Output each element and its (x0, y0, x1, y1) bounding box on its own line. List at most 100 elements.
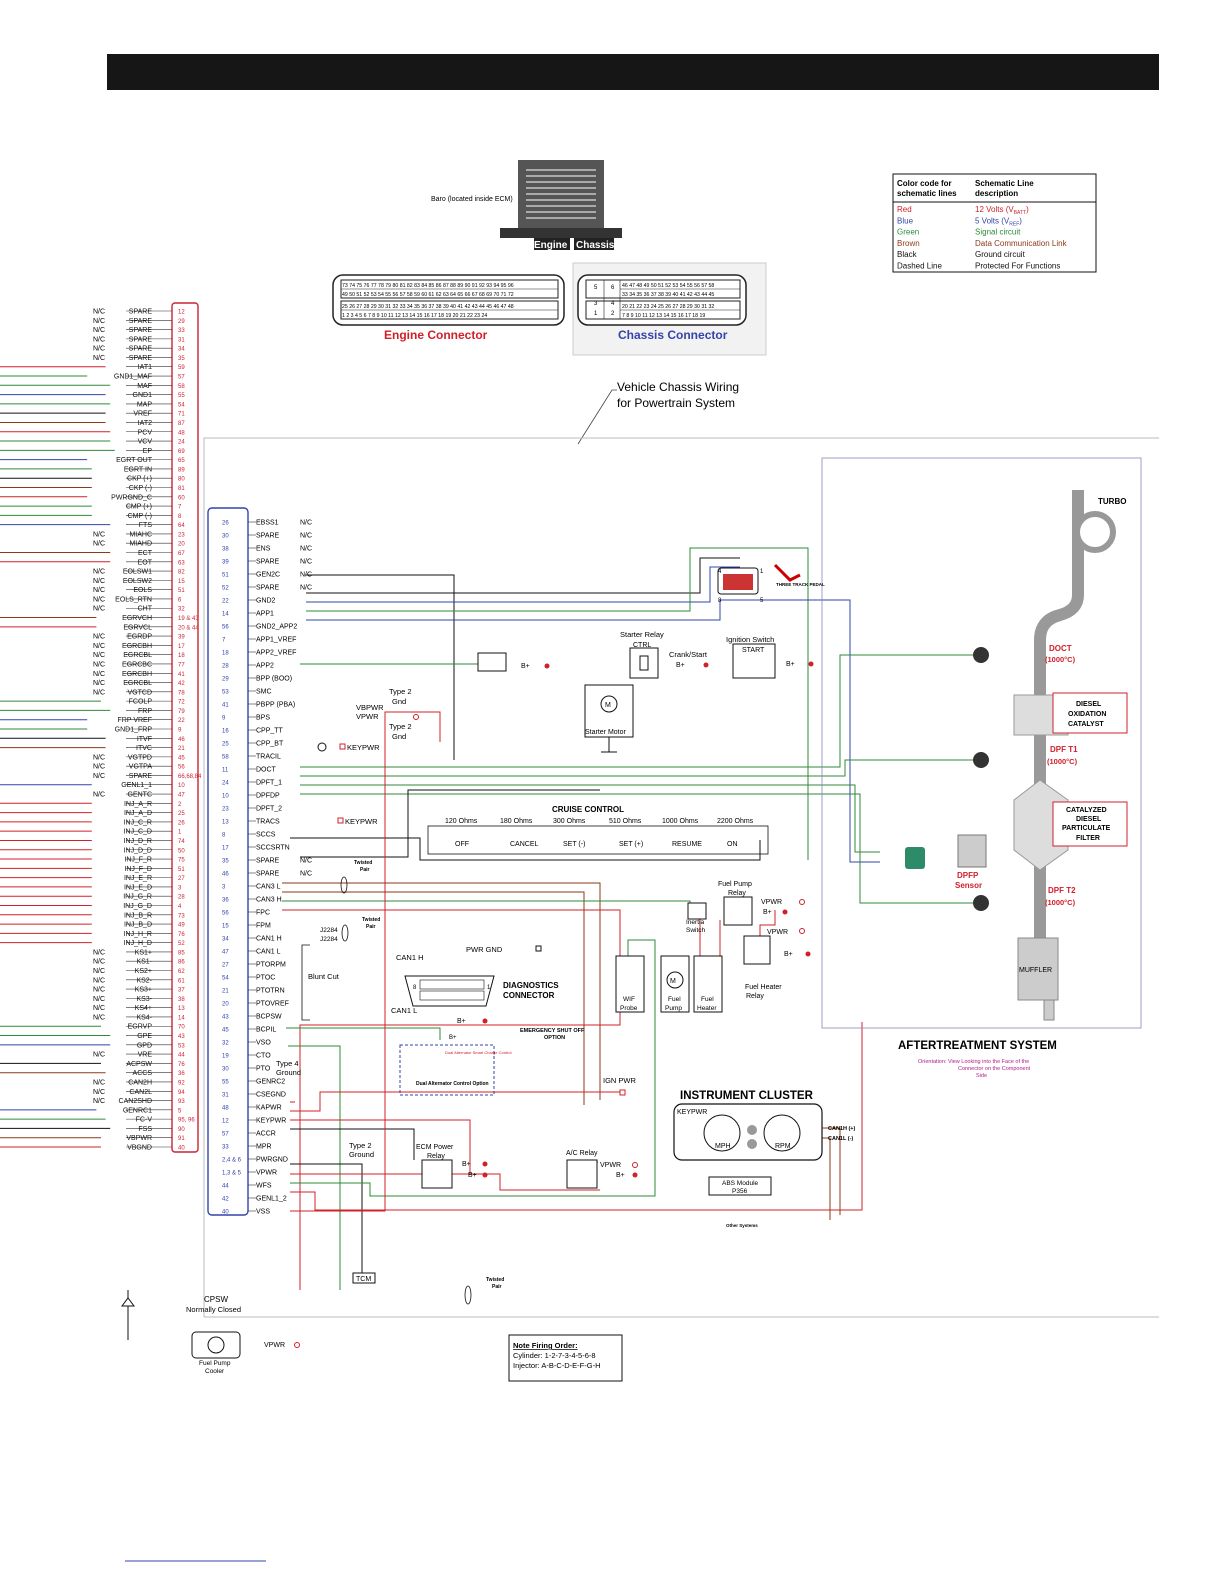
chassis-pin-number: 29 (222, 677, 229, 683)
engine-pin-number: 3 (178, 885, 182, 891)
chassis-pin-name: CAN3 H (256, 897, 282, 904)
engine-pin-name: FCOLP (129, 699, 153, 706)
chassis-pin-name: PTOVREF (256, 1001, 289, 1008)
chassis-pin-2: 2 (611, 311, 615, 317)
starter-bplus: B+ (676, 662, 685, 669)
fpr-vpwr: VPWR (761, 899, 782, 906)
chassis-pin-number: 54 (222, 976, 229, 982)
engine-pin-name: EGRT OUT (116, 457, 153, 464)
aftertreatment-box (821, 457, 1142, 1029)
engine-pin-name: INJ_A_D (124, 810, 152, 817)
engine-pin-number: 20 & 44 (178, 625, 199, 631)
engine-pin-name: INJ_F_D (124, 866, 152, 873)
chassis-pin-number: 41 (222, 703, 229, 709)
chassis-pin-name: BCPSW (256, 1014, 282, 1021)
engine-connector-row1: 73 74 75 76 77 78 79 80 81 82 83 84 85 8… (342, 283, 514, 289)
legend-description: Ground circuit (975, 250, 1026, 259)
chassis-pin-number: 13 (222, 820, 229, 826)
pin-nc-label: N/C (93, 949, 105, 956)
engine-pin-name: GENTC (128, 792, 153, 799)
pin-nc-label: N/C (93, 596, 105, 603)
engine-pin-number: 52 (178, 941, 185, 947)
pin-nc-label: N/C (93, 959, 105, 966)
chassis-pin-name: SPARE (256, 585, 280, 592)
engine-pin-name: MAF (137, 383, 152, 390)
chassis-pin-number: 2,4 & 6 (222, 1158, 242, 1164)
engine-pin-number: 21 (178, 746, 185, 752)
engine-pin-number: 37 (178, 988, 185, 994)
pin-nc-label: N/C (93, 977, 105, 984)
diag-bplus: B+ (457, 1018, 466, 1025)
other-systems: Other Systems (726, 1223, 758, 1228)
cooler-vpwr: VPWR (264, 1342, 285, 1349)
engine-pin-number: 20 (178, 542, 185, 548)
firing-order-title: Note Firing Order: (513, 1341, 578, 1350)
smart-charge-label: Dual Alternator Smart Charge Control (445, 1050, 512, 1055)
chassis-pin-number: 27 (222, 963, 229, 969)
chassis-pin-name: TRACS (256, 819, 280, 826)
ac-relay (566, 1159, 598, 1189)
engine-pin-name: GPE (137, 1033, 152, 1040)
engine-pin-number: 12 (178, 310, 185, 316)
ground-symbol (601, 737, 617, 753)
fuel-pump-relay (723, 896, 753, 926)
cooler-label-a: Fuel Pump (199, 1360, 231, 1367)
pin-nc-label: N/C (93, 680, 105, 687)
pin-nc-label: N/C (93, 541, 105, 548)
legend-color-name: Red (897, 205, 912, 214)
starter-relay-label: Starter Relay (620, 630, 664, 639)
legend-description: 12 Volts (VBATT) (975, 205, 1029, 216)
engine-pin-name: EGRVCL (123, 624, 152, 631)
dual-alternator-label: Dual Alternator Control Option (416, 1081, 489, 1087)
doct-temp: (1000°C) (1045, 655, 1076, 664)
fuel-pump-relay-label-b: Relay (728, 890, 746, 897)
diagnostics-connector (404, 975, 495, 1007)
engine-pin-number: 51 (178, 588, 185, 594)
engine-pin-name: INJ_B_D (124, 922, 152, 929)
engine-pin-number: 26 (178, 820, 185, 826)
inertia-switch (687, 902, 707, 920)
tcm-label: TCM (356, 1276, 371, 1283)
chassis-pin-nc: N/C (300, 871, 312, 878)
fpr-bplus: B+ (763, 909, 772, 916)
chassis-pin-number: 56 (222, 625, 229, 631)
chassis-pin-number: 17 (222, 846, 229, 852)
turbo-label: TURBO (1098, 497, 1126, 506)
chassis-pin-nc: N/C (300, 533, 312, 540)
engine-pin-name: PCV (138, 429, 153, 436)
ac-vpwr: VPWR (600, 1162, 621, 1169)
chassis-pin-number: 21 (222, 989, 229, 995)
chassis-pin-number: 46 (222, 872, 229, 878)
diag-pin-8: 8 (413, 985, 417, 991)
engine-pin-name: ECT (138, 550, 153, 557)
fuel-heater-label-a: Fuel (701, 996, 714, 1003)
chassis-pin-number: 9 (222, 716, 226, 722)
engine-pin-number: 70 (178, 1025, 185, 1031)
engine-pin-number: 65 (178, 458, 185, 464)
firing-order-box (508, 1334, 623, 1382)
vbpwr-label: VBPWR (356, 703, 384, 712)
keypwr-terminal-2 (337, 817, 344, 824)
baro-label: Baro (located inside ECM) (431, 196, 513, 203)
wif-probe (615, 955, 645, 1013)
engine-pin-number: 72 (178, 700, 185, 706)
type2-ground-b: Ground (349, 1150, 374, 1159)
engine-pin-name: KS1+ (135, 949, 152, 956)
fuel-pump-label-b: Pump (665, 1005, 682, 1012)
engine-pin-number: 50 (178, 848, 185, 854)
legend-col1-header-b: schematic lines (897, 189, 957, 198)
engine-pin-name: INJ_E_D (124, 884, 152, 891)
engine-pin-name: PWRGND_C (111, 494, 152, 501)
rpm-label: RPM (775, 1143, 791, 1150)
doc-label-a: DIESEL (1076, 701, 1102, 708)
chassis-pin-name: ENS (256, 546, 271, 553)
engine-pin-number: 44 (178, 1053, 185, 1059)
chassis-pin-name: PTOTRN (256, 988, 285, 995)
svg-text:4: 4 (718, 569, 722, 575)
engine-pin-name: CKP (+) (127, 476, 152, 483)
engine-pin-number: 73 (178, 913, 185, 919)
chassis-pin-name: SPARE (256, 858, 280, 865)
chassis-pin-name: SPARE (256, 533, 280, 540)
